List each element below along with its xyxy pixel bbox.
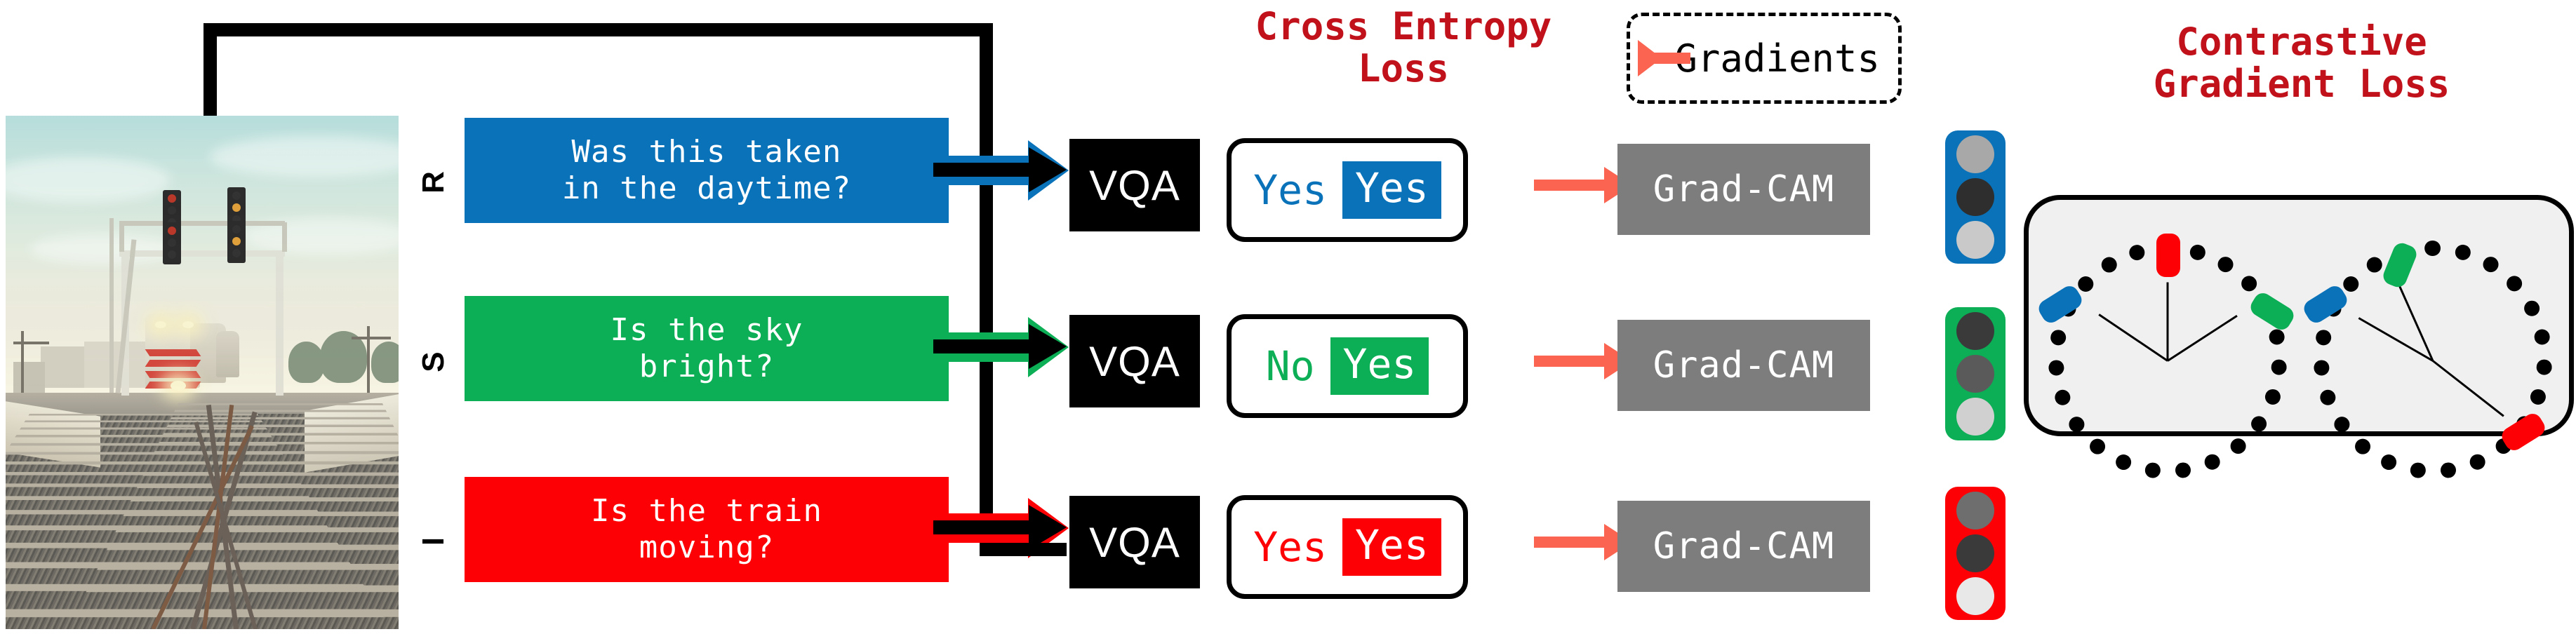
reasoning-row-label: R	[416, 171, 451, 194]
answer-pill-reasoning: Yes Yes	[1227, 138, 1468, 242]
contrastive-gradient-panel	[2024, 195, 2574, 479]
train-photo	[6, 116, 399, 629]
ground-truth-answer-subquestion: Yes	[1330, 337, 1429, 395]
question-box-reasoning[interactable]: Was this taken in the daytime?	[465, 118, 949, 223]
predicted-answer-reasoning: Yes	[1253, 166, 1327, 214]
blue-traffic-light	[1945, 130, 2006, 264]
vqa-model-subquestion[interactable]: VQA	[1069, 315, 1200, 407]
image-feed-line-horizontal-top	[203, 23, 993, 36]
gradcam-box-reasoning[interactable]: Grad-CAM	[1617, 144, 1870, 235]
answer-pill-subquestion: No Yes	[1227, 314, 1468, 418]
answer-pill-irrelevant: Yes Yes	[1227, 495, 1468, 599]
gradient-tag-before-s	[2156, 234, 2180, 277]
subquestion-row-label: S	[416, 351, 451, 372]
vqa-model-reasoning[interactable]: VQA	[1069, 139, 1200, 231]
image-arrow-irrelevant	[933, 498, 1067, 558]
gradients-legend-label: Gradients	[1674, 36, 1880, 81]
contrastive-gradient-loss-title: Contrastive Gradient Loss	[2153, 20, 2450, 107]
vector-line-before-s	[2166, 282, 2169, 361]
irrelevant-row-label: I	[416, 537, 451, 546]
gradcam-box-subquestion[interactable]: Grad-CAM	[1617, 320, 1870, 411]
gradcam-box-irrelevant[interactable]: Grad-CAM	[1617, 501, 1870, 592]
ground-truth-answer-reasoning: Yes	[1342, 161, 1441, 219]
image-arrow-reasoning	[933, 140, 1067, 201]
image-feed-line-vertical-right	[980, 23, 993, 556]
cross-entropy-loss-title: Cross Entropy Loss	[1255, 4, 1552, 91]
question-box-irrelevant[interactable]: Is the train moving?	[465, 477, 949, 582]
vqa-model-irrelevant[interactable]: VQA	[1069, 496, 1200, 588]
gradients-legend: Gradients	[1627, 13, 1902, 104]
red-traffic-light	[1945, 487, 2006, 620]
ground-truth-answer-irrelevant: Yes	[1342, 518, 1441, 576]
green-traffic-light	[1945, 307, 2006, 440]
image-feed-line-vertical-left	[203, 23, 217, 116]
predicted-answer-subquestion: No	[1265, 342, 1315, 390]
question-box-subquestion[interactable]: Is the sky bright?	[465, 296, 949, 401]
gradients-arrow-icon	[1638, 40, 1690, 76]
image-arrow-subquestion	[933, 317, 1067, 377]
predicted-answer-irrelevant: Yes	[1253, 523, 1327, 571]
